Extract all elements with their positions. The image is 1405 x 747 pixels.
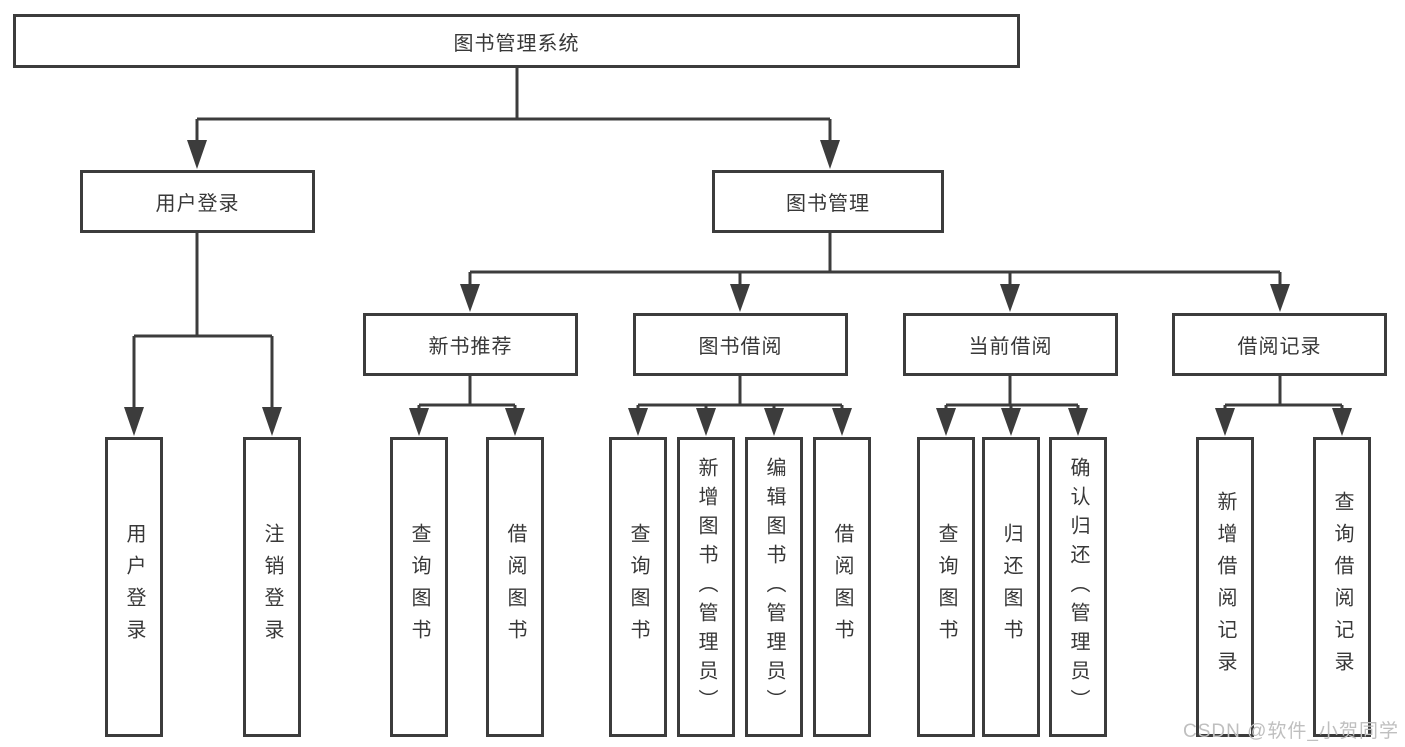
arrowhead xyxy=(1332,408,1352,436)
leaf-label: 查询图书 xyxy=(627,523,649,651)
leaf-logout: 注销登录 xyxy=(243,437,301,737)
arrowhead xyxy=(1215,408,1235,436)
leaf-label: 借阅图书 xyxy=(831,523,853,651)
leaf-confirm-return-admin: 确认归还（管理员） xyxy=(1049,437,1107,737)
leaf-label: 新增借阅记录 xyxy=(1214,491,1236,683)
arrowhead xyxy=(505,408,525,436)
leaf-label: 查询借阅记录 xyxy=(1331,491,1353,683)
leaf-edit-books-admin: 编辑图书（管理员） xyxy=(745,437,803,737)
leaf-query-books-current: 查询图书 xyxy=(917,437,975,737)
node-current-borrowing: 当前借阅 xyxy=(903,313,1118,376)
arrowhead xyxy=(764,408,784,436)
arrowhead xyxy=(1270,284,1290,312)
connector-book-borrow-children xyxy=(636,376,844,410)
arrowhead xyxy=(1068,408,1088,436)
leaf-label: 查询图书 xyxy=(408,523,430,651)
node-label: 新书推荐 xyxy=(428,336,513,358)
arrowhead xyxy=(936,408,956,436)
arrowhead xyxy=(262,407,282,436)
node-borrowing-records: 借阅记录 xyxy=(1172,313,1387,376)
arrowhead xyxy=(124,407,144,436)
arrowhead xyxy=(628,408,648,436)
leaf-label: 归还图书 xyxy=(1000,523,1022,651)
node-new-book-recommendation: 新书推荐 xyxy=(363,313,578,376)
arrowhead xyxy=(730,284,750,312)
arrowhead xyxy=(832,408,852,436)
arrowhead xyxy=(460,284,480,312)
node-book-management: 图书管理 xyxy=(712,170,944,233)
node-label: 借阅记录 xyxy=(1237,336,1322,358)
arrowhead xyxy=(820,140,840,169)
connector-borrow-record-children xyxy=(1223,376,1344,410)
connector-new-book-children xyxy=(417,376,517,410)
leaf-label: 注销登录 xyxy=(261,523,283,651)
leaf-query-borrow-record: 查询借阅记录 xyxy=(1313,437,1371,737)
leaf-label: 确认归还（管理员） xyxy=(1067,456,1089,718)
node-label: 图书管理系统 xyxy=(453,32,580,55)
csdn-watermark: CSDN @软件_小贺同学 xyxy=(1183,721,1399,742)
leaf-return-books: 归还图书 xyxy=(982,437,1040,737)
leaf-add-borrow-record: 新增借阅记录 xyxy=(1196,437,1254,737)
connector-user-login-children xyxy=(132,233,274,410)
node-book-borrowing: 图书借阅 xyxy=(633,313,848,376)
arrowhead xyxy=(187,140,207,169)
node-user-login: 用户登录 xyxy=(80,170,315,233)
arrowhead xyxy=(1000,284,1020,312)
leaf-label: 编辑图书（管理员） xyxy=(763,456,785,718)
leaf-add-books-admin: 新增图书（管理员） xyxy=(677,437,735,737)
leaf-borrow-books-borrowing: 借阅图书 xyxy=(813,437,871,737)
node-label: 图书借阅 xyxy=(698,336,783,358)
leaf-label: 查询图书 xyxy=(935,523,957,651)
node-label: 图书管理 xyxy=(786,193,870,215)
leaf-label: 新增图书（管理员） xyxy=(695,456,717,718)
arrowhead xyxy=(1001,408,1021,436)
connector-book-management-children xyxy=(468,233,1282,286)
leaf-borrow-books-recommend: 借阅图书 xyxy=(486,437,544,737)
leaf-label: 借阅图书 xyxy=(504,523,526,651)
arrowhead xyxy=(696,408,716,436)
node-library-management-system: 图书管理系统 xyxy=(13,14,1020,68)
connector-root-to-level2 xyxy=(195,68,832,142)
node-label: 当前借阅 xyxy=(968,336,1053,358)
leaf-query-books-recommend: 查询图书 xyxy=(390,437,448,737)
leaf-query-books-borrowing: 查询图书 xyxy=(609,437,667,737)
node-label: 用户登录 xyxy=(155,193,240,215)
arrowhead xyxy=(409,408,429,436)
leaf-user-login: 用户登录 xyxy=(105,437,163,737)
leaf-label: 用户登录 xyxy=(123,523,145,651)
connector-current-borrow-children xyxy=(944,376,1080,410)
